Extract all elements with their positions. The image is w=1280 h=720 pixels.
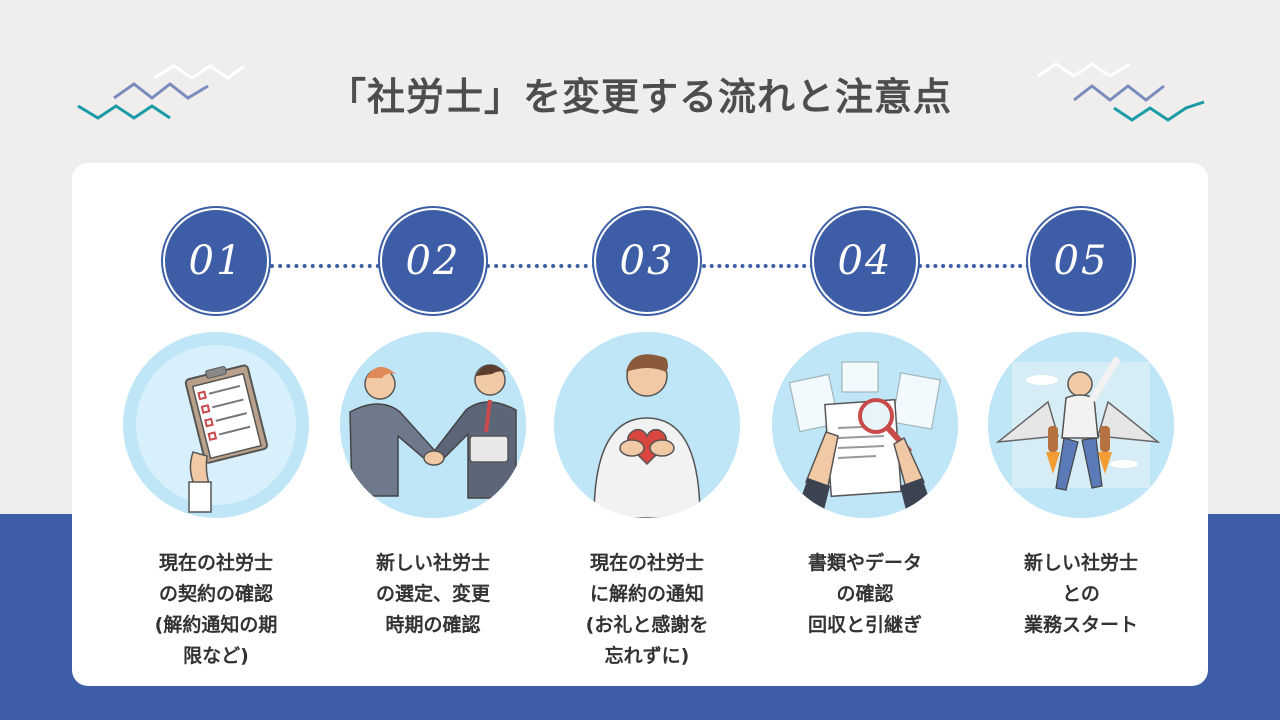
clipboard-checklist-icon [123, 332, 309, 518]
zigzag-decoration-left [77, 64, 245, 120]
step-caption: 現在の社労士 に解約の通知 (お礼と感謝を 忘れずに) [585, 552, 709, 667]
connector-dots [918, 264, 1030, 268]
step-number: 03 [619, 238, 675, 284]
step-number-badge: 03 [596, 210, 698, 312]
step-number: 04 [837, 238, 893, 284]
step-number: 02 [405, 238, 461, 284]
heart-gratitude-icon [554, 332, 740, 518]
step-number-badge: 02 [382, 210, 484, 312]
connector-dots [270, 264, 380, 268]
page-title: 「社労士」を変更する流れと注意点 [327, 75, 952, 119]
jetpack-launch-icon [988, 332, 1174, 518]
step-caption: 現在の社労士 の契約の確認 (解約通知の期 限など) [154, 552, 278, 667]
step-number: 05 [1053, 238, 1109, 284]
connector-dots [702, 264, 814, 268]
zigzag-decoration-right [1037, 62, 1205, 122]
step-number-badge: 01 [165, 210, 267, 312]
document-magnifier-icon [772, 332, 958, 518]
step-caption: 新しい社労士 の選定、変更 時期の確認 [375, 552, 490, 636]
step-caption: 新しい社労士 との 業務スタート [1023, 552, 1138, 636]
step-number: 01 [188, 238, 244, 284]
handshake-icon [340, 332, 526, 518]
step-caption: 書類やデータ の確認 回収と引継ぎ [807, 552, 922, 636]
connector-dots [486, 264, 596, 268]
step-number-badge: 05 [1030, 210, 1132, 312]
step-number-badge: 04 [814, 210, 916, 312]
